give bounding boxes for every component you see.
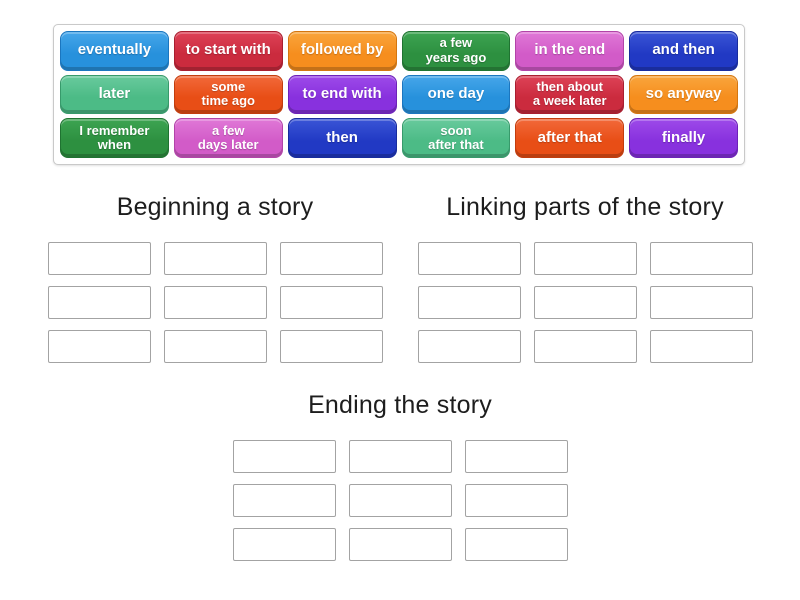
tile-a-few-years-ago[interactable]: a few years ago — [401, 31, 511, 71]
drop-slot-linking-3[interactable] — [650, 242, 753, 275]
tile-to-end-with[interactable]: to end with — [287, 74, 397, 115]
tile-some-time-ago[interactable]: some time ago — [173, 74, 283, 115]
tile-in-the-end[interactable]: in the end — [515, 31, 625, 71]
tile-after-that[interactable]: after that — [515, 118, 625, 158]
drop-slot-beginning-3[interactable] — [280, 242, 383, 275]
drop-slot-beginning-1[interactable] — [48, 242, 151, 275]
drop-slot-linking-6[interactable] — [650, 286, 753, 319]
drop-slot-linking-1[interactable] — [418, 242, 521, 275]
group-title-ending: Ending the story — [308, 391, 492, 419]
tile-finally[interactable]: finally — [629, 118, 738, 158]
drop-slot-ending-5[interactable] — [349, 484, 452, 517]
drop-slot-linking-9[interactable] — [650, 330, 753, 363]
tile-a-few-days-later[interactable]: a few days later — [173, 118, 283, 158]
tile-then[interactable]: then — [287, 118, 397, 158]
tile-one-day[interactable]: one day — [401, 74, 511, 115]
slot-grid-ending — [233, 440, 568, 561]
slot-grid-linking — [418, 242, 753, 363]
drop-slot-ending-8[interactable] — [349, 528, 452, 561]
group-title-linking: Linking parts of the story — [446, 193, 724, 221]
drop-slot-ending-1[interactable] — [233, 440, 336, 473]
group-beginning-a-story: Beginning a story — [48, 190, 383, 363]
drop-slot-beginning-2[interactable] — [164, 242, 267, 275]
drop-slot-beginning-4[interactable] — [48, 286, 151, 319]
drop-slot-linking-2[interactable] — [534, 242, 637, 275]
drop-slot-beginning-5[interactable] — [164, 286, 267, 319]
slot-grid-beginning — [48, 242, 383, 363]
tile-to-start-with[interactable]: to start with — [173, 31, 283, 71]
tile-followed-by[interactable]: followed by — [287, 31, 397, 71]
tile-i-remember-when[interactable]: I remember when — [60, 118, 169, 158]
tile-and-then[interactable]: and then — [629, 31, 738, 71]
group-ending-the-story: Ending the story — [233, 388, 568, 561]
drop-slot-ending-7[interactable] — [233, 528, 336, 561]
drop-slot-linking-7[interactable] — [418, 330, 521, 363]
drop-slot-beginning-7[interactable] — [48, 330, 151, 363]
drop-slot-ending-9[interactable] — [465, 528, 568, 561]
drop-slot-beginning-8[interactable] — [164, 330, 267, 363]
tile-so-anyway[interactable]: so anyway — [629, 74, 738, 115]
tile-soon-after-that[interactable]: soon after that — [401, 118, 511, 158]
tile-eventually[interactable]: eventually — [60, 31, 169, 71]
drop-slot-ending-2[interactable] — [349, 440, 452, 473]
drop-slot-ending-4[interactable] — [233, 484, 336, 517]
group-linking-parts-of-the-story: Linking parts of the story — [418, 190, 753, 363]
drop-slot-beginning-9[interactable] — [280, 330, 383, 363]
drop-slot-ending-3[interactable] — [465, 440, 568, 473]
drop-slot-linking-4[interactable] — [418, 286, 521, 319]
tile-later[interactable]: later — [60, 74, 169, 115]
drop-slot-beginning-6[interactable] — [280, 286, 383, 319]
drop-slot-ending-6[interactable] — [465, 484, 568, 517]
tile-then-about-a-week-later[interactable]: then about a week later — [515, 74, 625, 115]
drop-slot-linking-5[interactable] — [534, 286, 637, 319]
drop-slot-linking-8[interactable] — [534, 330, 637, 363]
group-title-beginning: Beginning a story — [116, 193, 314, 221]
